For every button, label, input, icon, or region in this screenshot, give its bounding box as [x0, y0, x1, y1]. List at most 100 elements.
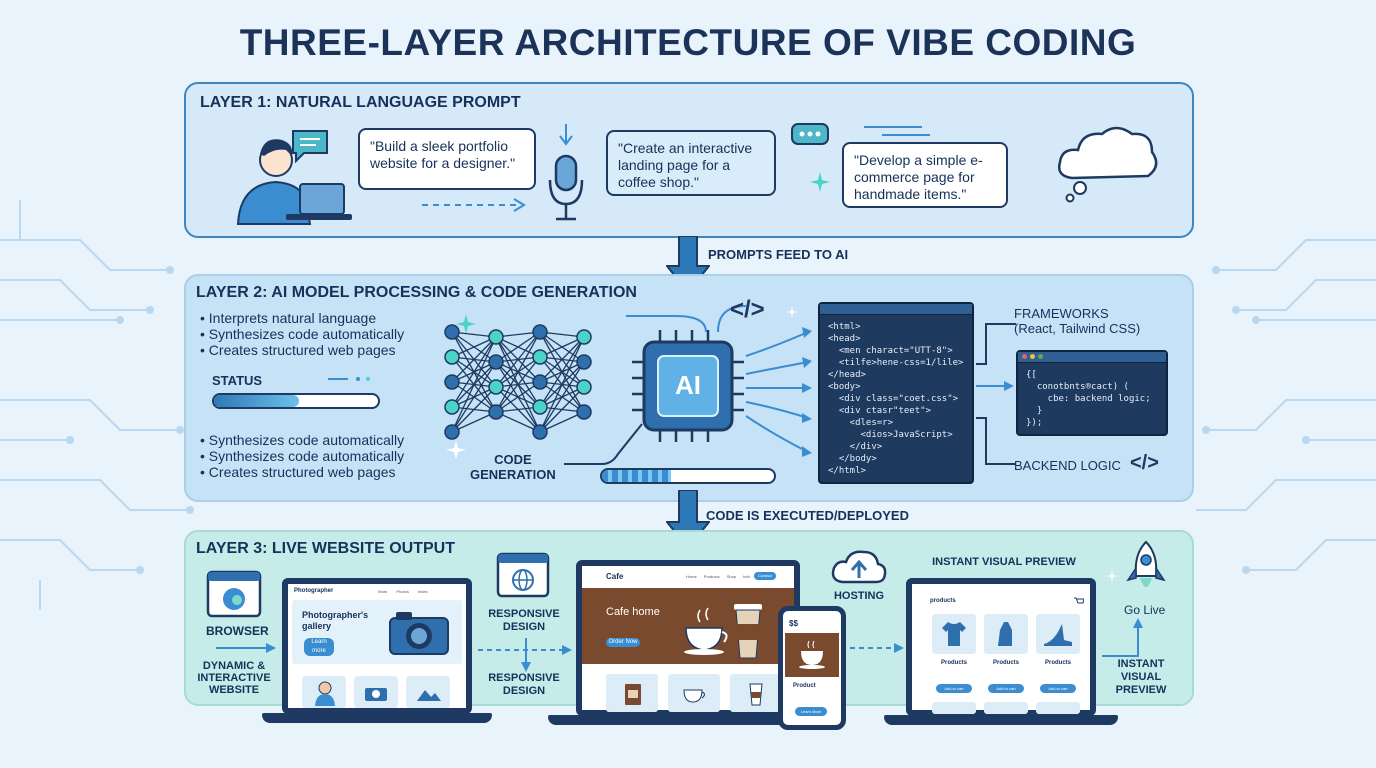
nav-item[interactable]: Info: [743, 574, 750, 579]
responsive-design-label-2: RESPONSIVE DESIGN: [488, 672, 560, 697]
neural-node: [488, 404, 504, 420]
prompt-bubble-2: "Create an interactive landing page for …: [606, 130, 776, 196]
shop-brand: products: [930, 598, 956, 604]
framework-window-titlebar: [1018, 352, 1166, 363]
circuit-traces-left: [0, 200, 194, 610]
portfolio-cta-button[interactable]: Learn more: [304, 638, 334, 656]
shop-add-button[interactable]: Add to cart: [936, 684, 972, 693]
tshirt-icon: [942, 622, 966, 646]
phone-screen: $$ Product Learn More: [778, 606, 846, 730]
neural-node: [576, 404, 592, 420]
cafe-laptop-screen: Cafe Home Products Shop Info Contact Caf…: [576, 560, 800, 716]
shop-item-label: Products: [992, 660, 1019, 666]
neural-node: [488, 379, 504, 395]
code-editor-titlebar: [820, 304, 972, 315]
bullet-item: Creates structured web pages: [200, 464, 404, 480]
generation-progress-bar: [600, 468, 776, 484]
neural-network-icon: [444, 324, 592, 440]
phone-cta-button[interactable]: Learn More: [795, 707, 827, 716]
dashed-arrow-icon: [422, 198, 526, 212]
bullet-item: Synthesizes code automatically: [200, 448, 404, 464]
arrow-right-icon: [216, 643, 276, 653]
rocket-icon: [1126, 540, 1166, 587]
cart-icon: [1074, 597, 1084, 604]
neural-node: [532, 349, 548, 365]
sparkle-icon: [786, 306, 798, 318]
ai-chip-icon: [632, 330, 744, 442]
sparkle-icon: [456, 314, 476, 334]
circuit-traces-right: [1196, 239, 1376, 574]
bullet-item: Interprets natural language: [200, 310, 404, 326]
shop-product-tile: [932, 702, 976, 714]
code-symbol-icon: </>: [730, 296, 765, 323]
bracket-connector-icon: [976, 323, 1016, 465]
nav-item[interactable]: Index: [417, 589, 428, 594]
cafe-laptop-base: [548, 715, 828, 725]
neural-node: [444, 374, 460, 390]
cafe-nav: Home Products Shop Info: [686, 574, 750, 579]
neural-node: [532, 324, 548, 340]
dynamic-website-label: DYNAMIC & INTERACTIVE WEBSITE: [197, 660, 271, 696]
portfolio-laptop-screen: Photographer Work Photos Index Photograp…: [282, 578, 472, 714]
instant-preview-top-label: INSTANT VISUAL PREVIEW: [932, 556, 1076, 568]
speed-lines-icon: [864, 126, 930, 136]
shop-item-label: Products: [940, 660, 967, 666]
code-editor-content: <html> <head> <men charact="UTT-8"> <til…: [828, 322, 964, 476]
hosting-label: HOSTING: [833, 590, 885, 602]
nav-item[interactable]: Photos: [396, 589, 409, 594]
sparkle-icon: [1106, 570, 1118, 582]
shop-product-tile: [984, 702, 1028, 714]
status-progress-fill: [214, 395, 300, 407]
window-dot-icon: [1030, 354, 1035, 359]
cafe-brand: Cafe: [606, 572, 624, 581]
status-label: STATUS: [212, 373, 263, 388]
framework-code-content: {[ conotbnts®cact) ( cbe: backend logic;…: [1026, 370, 1151, 428]
sparkle-icon: [446, 440, 466, 460]
ai-chip-label: AI: [675, 370, 701, 400]
connector-line-icon: [564, 423, 643, 465]
microphone-icon: [548, 124, 584, 221]
portfolio-brand: Photographer: [294, 588, 334, 594]
backend-logic-label: BACKEND LOGIC: [1014, 458, 1121, 473]
cafe-nav-button[interactable]: Contact: [754, 572, 776, 580]
prompt-bubble-3: "Develop a simple e-commerce page for ha…: [842, 142, 1008, 208]
instant-preview-right-label: INSTANT VISUAL PREVIEW: [1115, 658, 1167, 696]
portfolio-nav: Work Photos Index: [378, 589, 428, 594]
hosting-cloud-icon: [831, 550, 887, 584]
frameworks-label: FRAMEWORKS (React, Tailwind CSS): [1014, 306, 1141, 336]
neural-node: [444, 349, 460, 365]
dashed-arrow-icon: [850, 643, 904, 653]
shop-add-button[interactable]: Add to cart: [988, 684, 1024, 693]
cafe-heading: Cafe home: [606, 606, 660, 618]
window-dot-icon: [1022, 354, 1027, 359]
neural-node: [488, 354, 504, 370]
shop-item-label: Products: [1044, 660, 1071, 666]
phone-coffee-icon: [799, 640, 825, 669]
window-dot-icon: [1038, 354, 1043, 359]
neural-node: [444, 424, 460, 440]
nav-item[interactable]: Work: [378, 589, 388, 594]
code-executed-label: CODE IS EXECUTED/DEPLOYED: [706, 508, 909, 523]
camera-icon: [389, 612, 449, 655]
nav-item[interactable]: Shop: [726, 574, 737, 579]
layer1-title: LAYER 1: NATURAL LANGUAGE PROMPT: [200, 94, 521, 111]
phone-product-label: Product: [793, 683, 816, 689]
nav-item[interactable]: Products: [703, 574, 720, 579]
person-laptop-icon: [236, 139, 352, 225]
camera-thumbnail-icon: [365, 688, 387, 701]
shop-add-button[interactable]: Add to cart: [1040, 684, 1076, 693]
nav-item[interactable]: Home: [686, 574, 697, 579]
globe-window-icon: [496, 552, 550, 598]
cafe-order-button[interactable]: Order Now: [606, 638, 640, 647]
prompts-feed-label: PROMPTS FEED TO AI: [708, 247, 849, 262]
framework-code-window: {[ conotbnts®cact) ( cbe: backend logic;…: [1016, 350, 1168, 436]
portfolio-laptop-base: [262, 713, 492, 723]
cup-icon: [683, 689, 705, 703]
neural-node: [444, 399, 460, 415]
shop-laptop-base: [884, 715, 1118, 725]
thought-cloud-icon: [1058, 126, 1158, 203]
status-dots-icon: [328, 377, 370, 381]
responsive-design-label-1: RESPONSIVE DESIGN: [488, 608, 560, 633]
person-thumbnail-icon: [315, 681, 335, 706]
layer2-title: LAYER 2: AI MODEL PROCESSING & CODE GENE…: [196, 284, 637, 301]
